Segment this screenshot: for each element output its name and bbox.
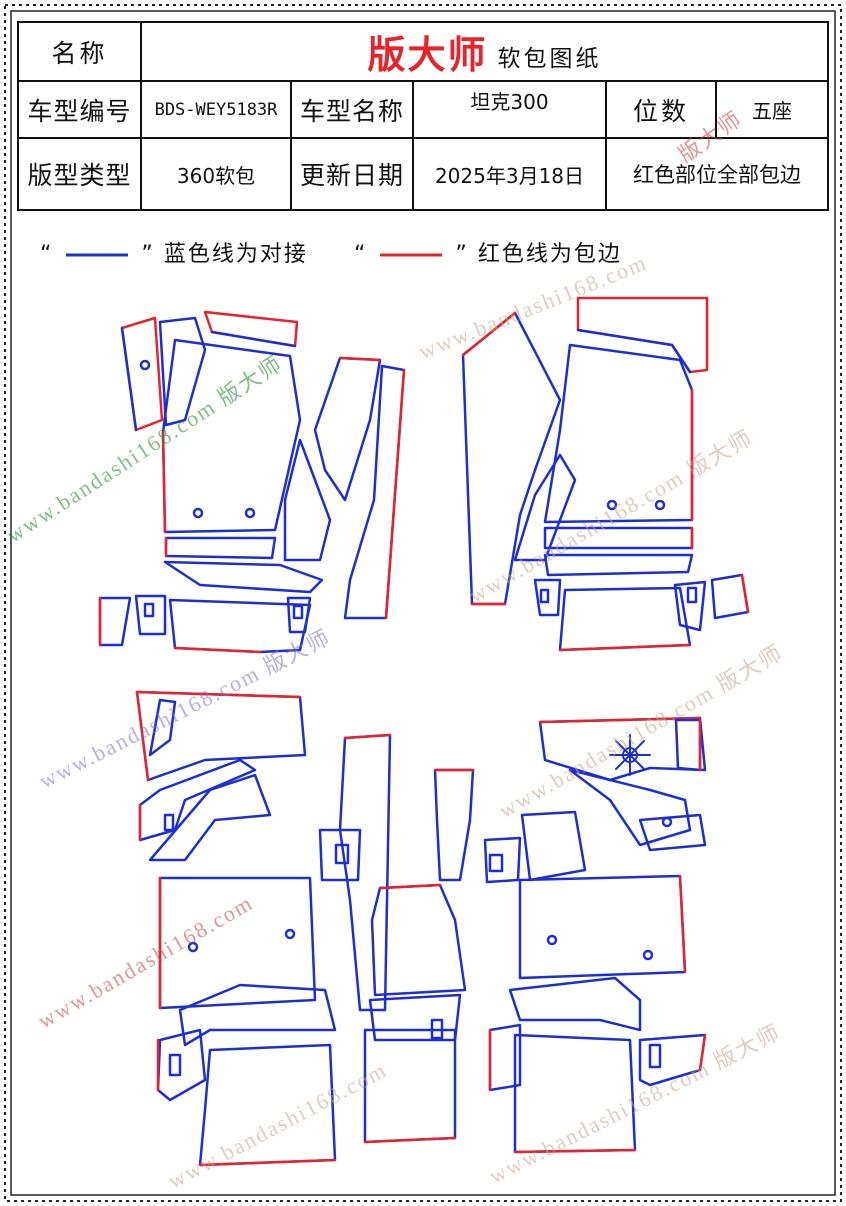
date-value: 2025年3月18日: [434, 163, 585, 188]
front-left-panel: [98, 310, 406, 654]
date-label: 更新日期: [299, 161, 404, 190]
center-tunnel-panel: [363, 768, 475, 1144]
legend-blue-text: 蓝色线为对接: [163, 242, 308, 267]
brand-title: 版大师: [367, 33, 488, 77]
name-label: 名称: [51, 38, 108, 68]
legend-red: “ ” 红色线为包边: [354, 242, 622, 267]
model-name-label: 车型名称: [299, 96, 404, 126]
seats-label: 位数: [632, 96, 689, 126]
brand-suffix: 软包图纸: [497, 45, 602, 72]
legend-red-text: 红色线为包边: [477, 242, 622, 267]
rear-left-panel: [135, 690, 392, 1167]
snowflake-icon: [609, 734, 651, 776]
spec-table: 名称 版大师 软包图纸 车型编号 BDS-WEY5183R 车型名称 坦克300…: [18, 22, 828, 210]
legend-blue: “ ” 蓝色线为对接: [40, 242, 308, 267]
type-value: 360软包: [176, 163, 256, 188]
model-name-value: 坦克300: [470, 90, 549, 114]
type-label: 版型类型: [27, 161, 132, 190]
red-line-swatch: [380, 253, 443, 257]
edge-note: 红色部位全部包边: [633, 163, 801, 187]
seats-value: 五座: [752, 99, 792, 123]
front-right-panel: [461, 296, 750, 652]
model-code-label: 车型编号: [27, 96, 132, 126]
rear-right-panel: [483, 716, 707, 1154]
blue-line-swatch: [66, 253, 129, 257]
model-code-value: BDS-WEY5183R: [154, 99, 278, 120]
title-cell: 版大师 软包图纸: [141, 22, 828, 81]
